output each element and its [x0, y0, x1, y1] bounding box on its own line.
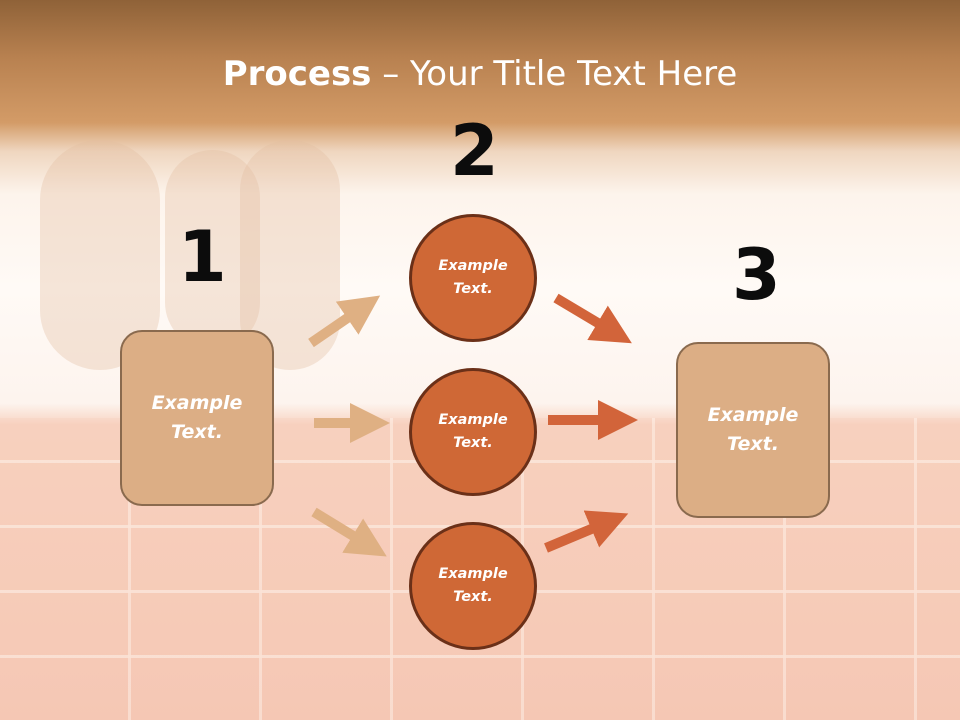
circle-bottom-label: Example Text.	[438, 566, 508, 605]
circle-middle-label: Example Text.	[438, 412, 508, 451]
slide-title: Process – Your Title Text Here	[0, 54, 960, 94]
box-right-label: Example Text.	[707, 404, 799, 455]
title-bold: Process	[222, 54, 372, 94]
step-number-1: 1	[178, 216, 227, 298]
arrow-circle3-to-box3	[544, 510, 629, 553]
process-box-right: Example Text.	[676, 342, 830, 518]
box-left-label: Example Text.	[151, 392, 243, 443]
process-circle-top: Example Text.	[409, 214, 537, 342]
circle-top-label: Example Text.	[438, 258, 508, 297]
hand-finger-background	[165, 150, 260, 350]
arrow-circle1-to-box3	[553, 293, 632, 344]
process-circle-middle: Example Text.	[409, 368, 537, 496]
arrow-box1-to-circle1	[308, 295, 381, 348]
process-box-left: Example Text.	[120, 330, 274, 506]
step-number-2: 2	[450, 110, 499, 192]
arrow-box1-to-circle3	[311, 507, 387, 557]
title-rest: – Your Title Text Here	[371, 54, 738, 94]
process-circle-bottom: Example Text.	[409, 522, 537, 650]
step-number-3: 3	[732, 234, 781, 316]
